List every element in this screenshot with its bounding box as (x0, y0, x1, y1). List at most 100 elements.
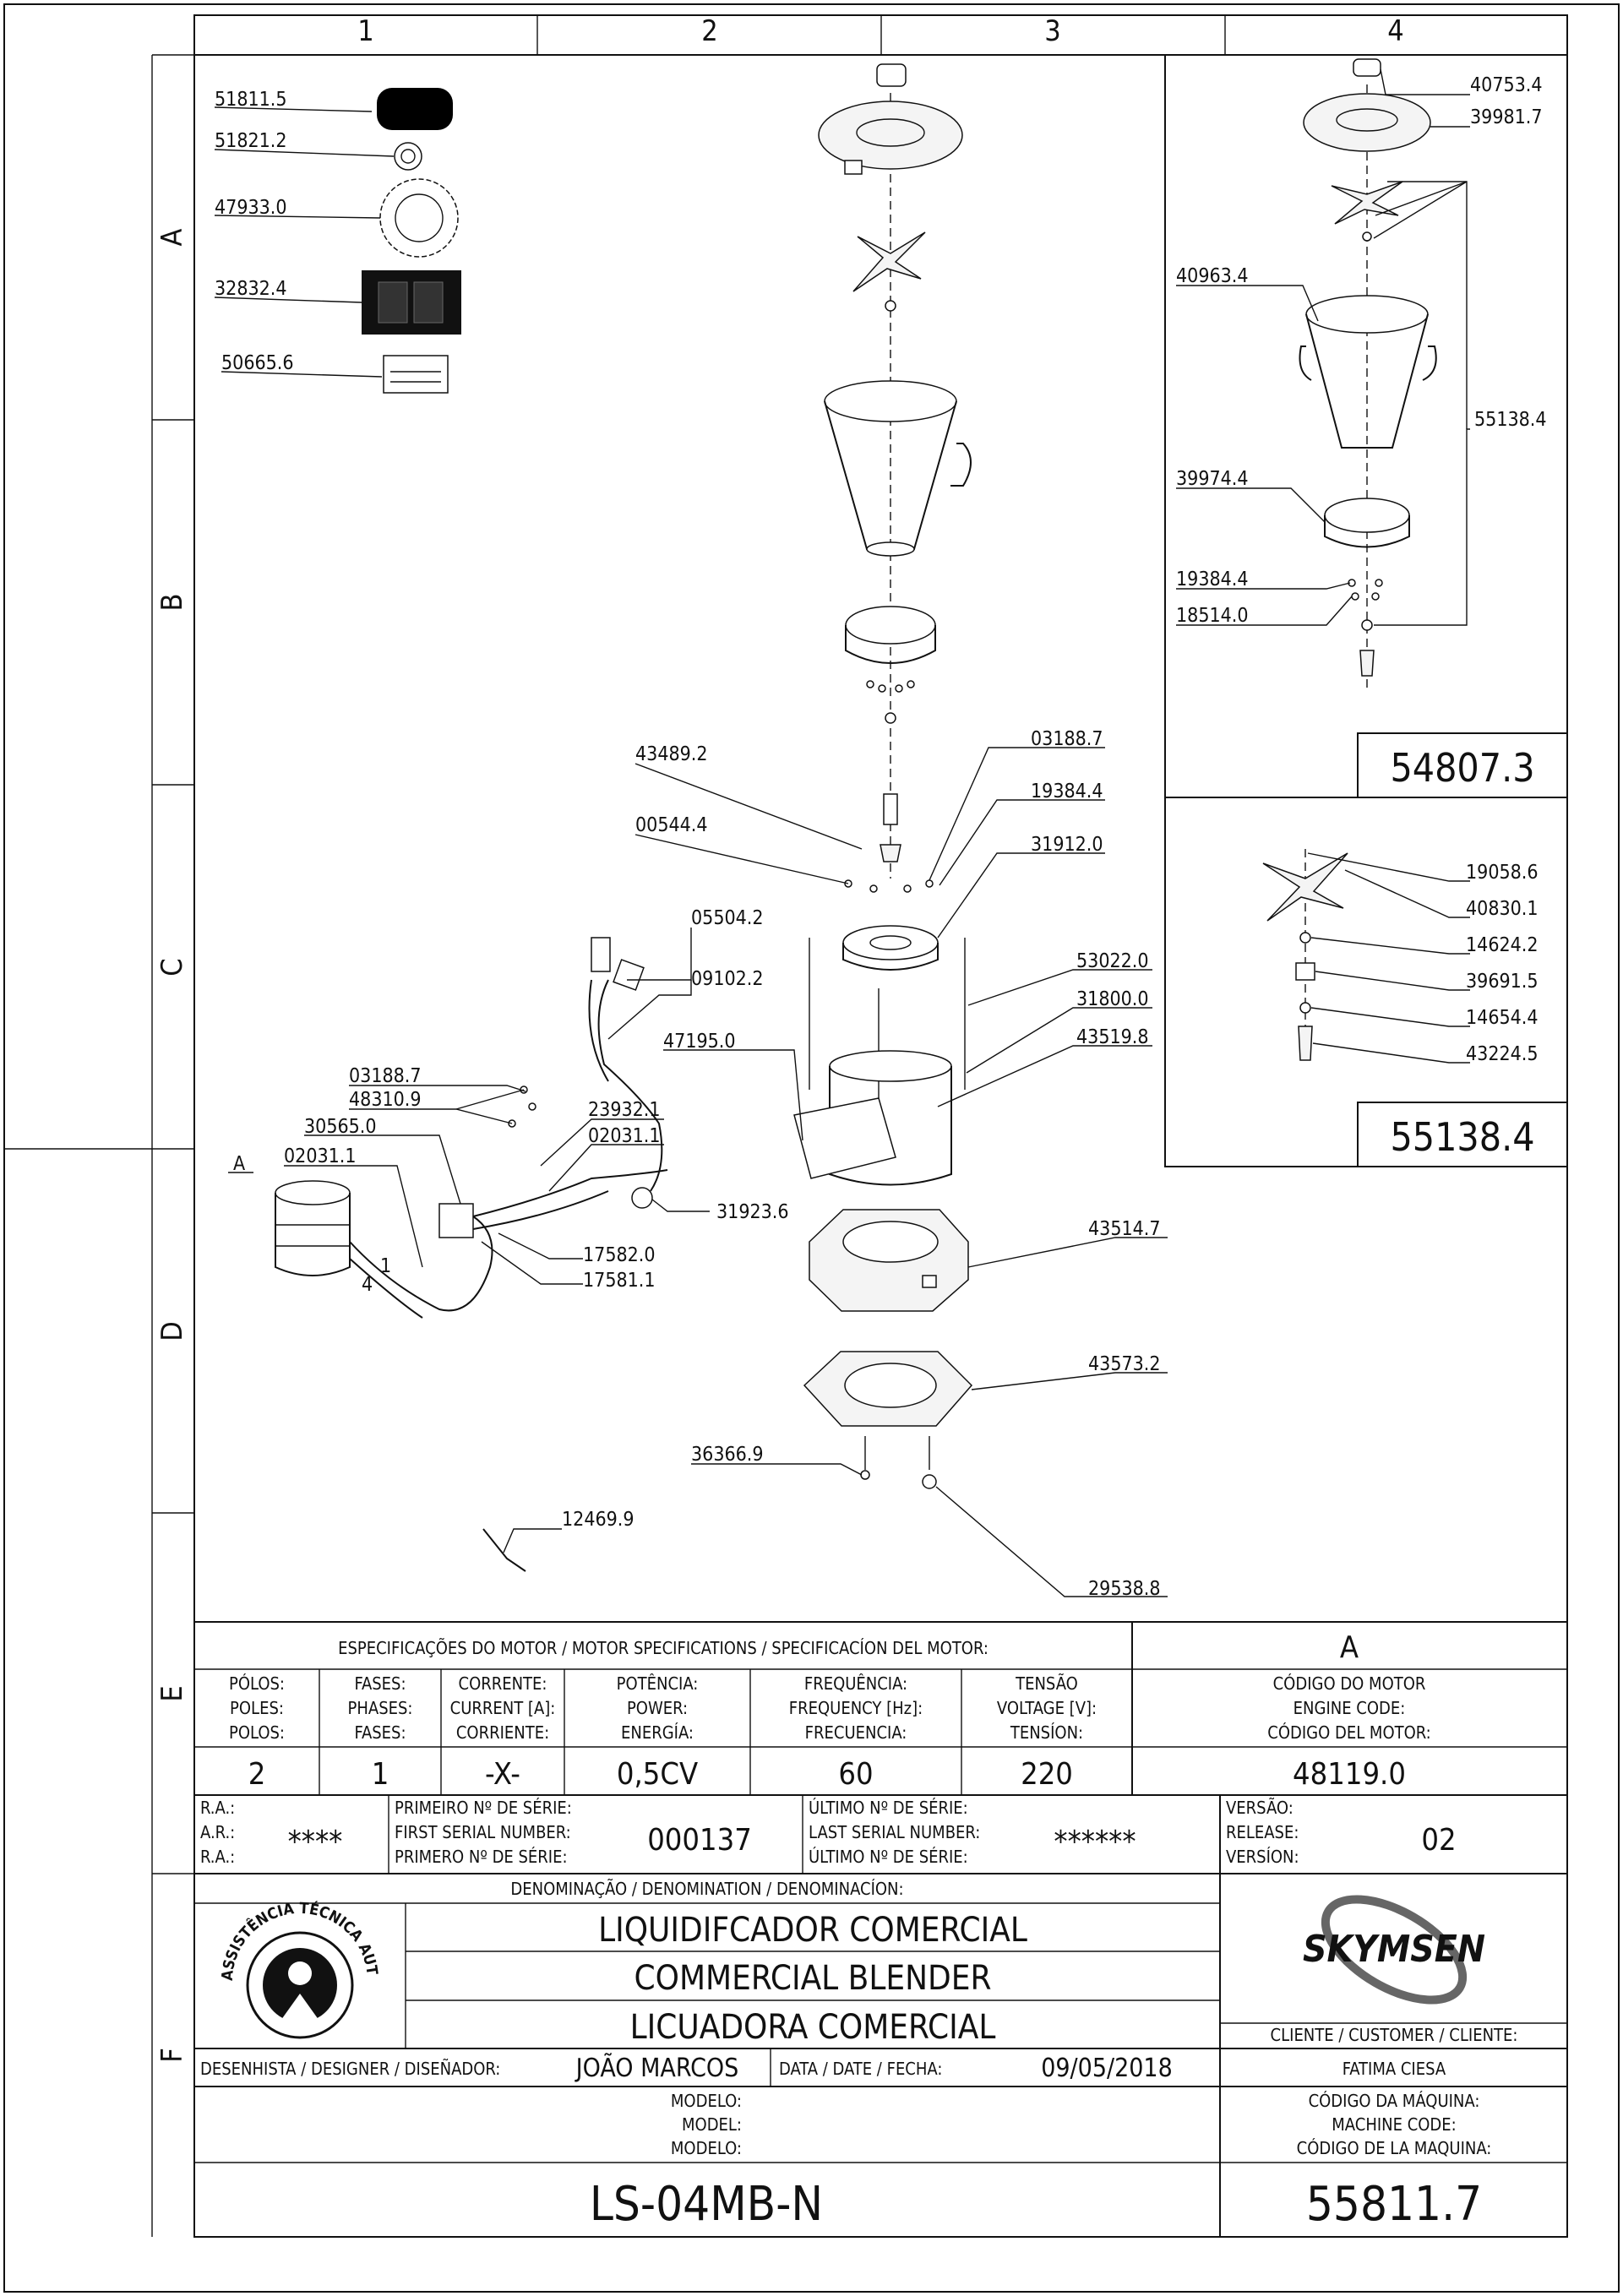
machine-code-label: MACHINE CODE: (1332, 2114, 1456, 2135)
part-label: 23932.1 (588, 1099, 661, 1121)
spec-header: PHASES: (348, 1698, 413, 1718)
part-label: 19058.6 (1466, 862, 1539, 884)
part-label: 43514.7 (1088, 1218, 1161, 1240)
blade-assembly-code: 55138.4 (1390, 1114, 1534, 1160)
small-seal-icon (394, 142, 422, 171)
version-label: RELEASE: (1226, 1822, 1299, 1842)
spec-header: FREQUENCY [Hz]: (789, 1698, 923, 1718)
cup-base-icon (845, 606, 936, 645)
denomination-es: LICUADORA COMERCIAL (630, 2008, 996, 2047)
plug-icon (591, 937, 611, 972)
motor-wiring: 1 4 A (228, 937, 668, 1319)
version-value: 02 (1421, 1823, 1456, 1858)
row-marker: F (155, 2048, 189, 2063)
motor-specs-title: ESPECIFICAÇÕES DO MOTOR / MOTOR SPECIFIC… (338, 1638, 989, 1658)
machine-code-label: CÓDIGO DE LA MAQUINA: (1297, 2138, 1492, 2158)
model-label: MODELO: (671, 2138, 742, 2158)
label-parts (362, 88, 461, 394)
part-label: 29538.8 (1088, 1578, 1161, 1600)
spec-header: FREQUÊNCIA: (804, 1673, 907, 1694)
blade-assembly-detail (1262, 849, 1348, 1064)
part-label: 39974.4 (1176, 468, 1249, 490)
part-label: 39981.7 (1470, 106, 1543, 128)
part-label: 17581.1 (583, 1270, 656, 1292)
last-serial-label: LAST SERIAL NUMBER: (809, 1822, 980, 1842)
wire-marker: 4 (362, 1274, 373, 1296)
spec-header: CÓDIGO DO MOTOR (1273, 1673, 1426, 1694)
spec-header: CORRENTE: (459, 1673, 547, 1694)
serial-info: R.A.: A.R.: R.A.: **** PRIMEIRO Nº DE SÉ… (200, 1798, 1457, 1867)
part-label: 47933.0 (215, 197, 287, 219)
part-label: 14654.4 (1466, 1007, 1539, 1029)
designer-name: JOÃO MARCOS (575, 2053, 739, 2083)
spec-header: CÓDIGO DEL MOTOR: (1267, 1722, 1430, 1743)
row-marker: D (155, 1321, 189, 1341)
blade-icon (852, 231, 926, 292)
part-label: 55138.4 (1474, 409, 1547, 431)
part-label: 17582.0 (583, 1244, 656, 1266)
part-label: 50665.6 (221, 352, 294, 374)
gland-icon (631, 1187, 653, 1209)
first-serial-label: PRIMERO Nº DE SÉRIE: (395, 1847, 568, 1867)
denomination: DENOMINAÇÃO / DENOMINATION / DENOMINACÍO… (510, 1879, 1027, 2047)
part-label: 31912.0 (1031, 834, 1103, 856)
row-marker: C (155, 958, 189, 976)
spec-header: FASES: (354, 1673, 406, 1694)
central-assembly (482, 63, 973, 1572)
cup-icon (824, 380, 957, 422)
row-markers: A B C D E F (155, 228, 189, 2062)
spec-header: POLOS: (229, 1722, 285, 1743)
spec-header: POLES: (230, 1698, 284, 1718)
motor-variant: A (1340, 1630, 1359, 1665)
column-marker: 2 (701, 14, 717, 48)
part-label: 51821.2 (215, 130, 287, 152)
part-label: 19384.4 (1031, 781, 1103, 803)
first-serial-value: 000137 (647, 1823, 752, 1858)
drawing-frame (3, 3, 1620, 2293)
coupling-icon (883, 793, 898, 825)
part-label: 40753.4 (1470, 74, 1543, 96)
part-label: 14624.2 (1466, 934, 1539, 956)
cord-tag-icon (613, 959, 645, 991)
ra-label: A.R.: (200, 1822, 235, 1842)
part-label: 12469.9 (562, 1509, 634, 1531)
row-marker: B (155, 594, 189, 612)
brand-area: SKYMSEN CLIENTE / CUSTOMER / CLIENTE: FA… (1271, 1895, 1518, 2079)
part-label: 02031.1 (284, 1145, 357, 1167)
cup-assembly-code: 54807.3 (1390, 745, 1534, 791)
part-label: 02031.1 (588, 1125, 661, 1147)
part-label: 31923.6 (716, 1201, 789, 1223)
part-labels: 51811.5 51821.2 47933.0 32832.4 50665.6 … (215, 74, 1547, 1600)
leader-lines (214, 68, 1470, 1597)
motor-housing-icon (829, 1050, 952, 1082)
part-label: 53022.0 (1076, 950, 1149, 972)
wire-marker: 1 (380, 1255, 391, 1277)
ra-label: R.A.: (200, 1847, 235, 1867)
version-label: VERSÍON: (1226, 1847, 1299, 1867)
spec-header: ENERGÍA: (621, 1722, 694, 1743)
spec-header: CORRIENTE: (456, 1722, 549, 1743)
spec-value: 48119.0 (1293, 1757, 1406, 1792)
first-serial-label: FIRST SERIAL NUMBER: (395, 1822, 571, 1842)
row-marker: A (155, 228, 189, 246)
denomination-en: COMMERCIAL BLENDER (634, 1959, 992, 1998)
lid-cap-icon (876, 63, 907, 87)
brand-logo: SKYMSEN (1303, 1928, 1485, 1971)
part-label: 31800.0 (1076, 988, 1149, 1010)
part-label: 32832.4 (215, 278, 287, 300)
part-label: 40963.4 (1176, 265, 1249, 287)
date-label: DATA / DATE / FECHA: (779, 2059, 942, 2079)
warning-label-icon (383, 355, 449, 394)
customer-label: CLIENTE / CUSTOMER / CLIENTE: (1271, 2025, 1518, 2045)
last-serial-label: ÚLTIMO Nº DE SÉRIE: (809, 1847, 968, 1867)
cup-assembly-detail (1299, 58, 1437, 693)
part-label: 43573.2 (1088, 1353, 1161, 1375)
spec-header: POWER: (627, 1698, 688, 1718)
detail-box-cup-assembly: 54807.3 (1164, 54, 1568, 798)
spec-header: POTÊNCIA: (617, 1673, 699, 1694)
spec-header: ENGINE CODE: (1293, 1698, 1406, 1718)
clip-icon (482, 1528, 526, 1572)
designer-row: DESENHISTA / DESIGNER / DISEÑADOR: JOÃO … (200, 2053, 1173, 2083)
part-label: 18514.0 (1176, 605, 1249, 627)
badge-part-icon (377, 88, 453, 130)
